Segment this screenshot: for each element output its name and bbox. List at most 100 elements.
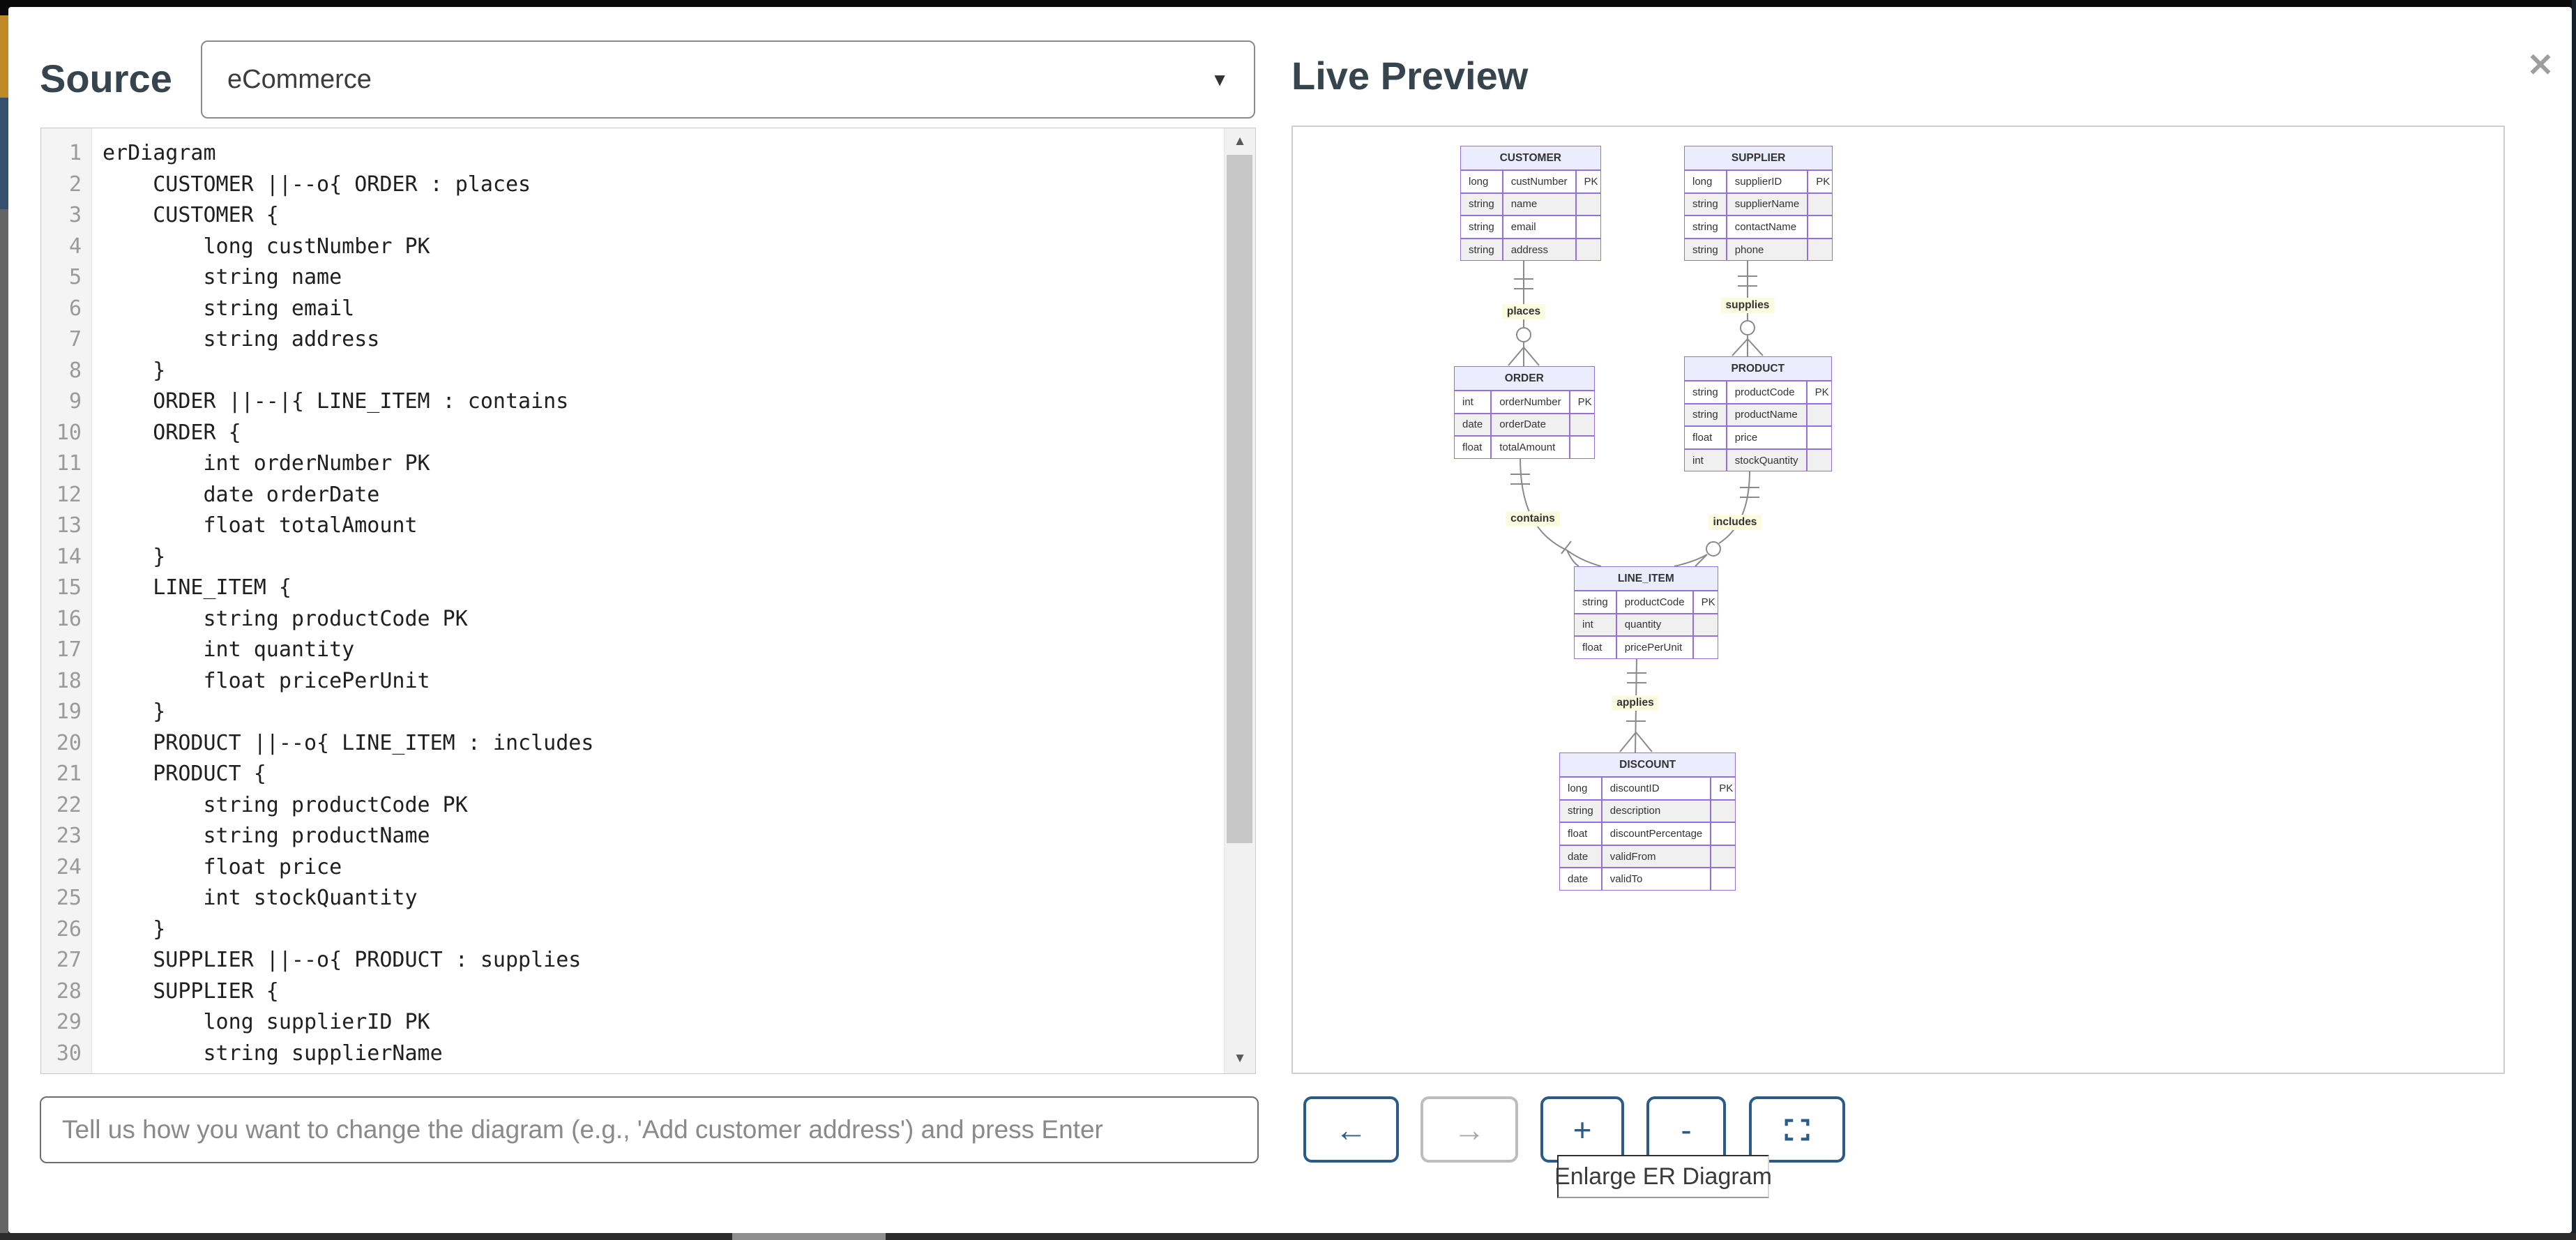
code-line[interactable]: 22 string productCode PK: [41, 790, 1223, 822]
line-number: 2: [68, 172, 82, 197]
entity-cell-key: [1808, 238, 1833, 262]
entity-cell-type: string: [1684, 216, 1727, 239]
code-line[interactable]: 11 int orderNumber PK: [41, 448, 1223, 480]
entity-cell-key: [1806, 448, 1832, 472]
line-number: 18: [56, 668, 82, 693]
code-line[interactable]: 28 SUPPLIER {: [41, 976, 1223, 1008]
entity-cell-type: long: [1559, 777, 1602, 800]
entity-cell-name: validFrom: [1601, 845, 1711, 868]
entity-cell-type: long: [1460, 170, 1503, 193]
code-text: string productCode PK: [103, 792, 468, 817]
code-line[interactable]: 16 string productCode PK: [41, 604, 1223, 635]
scrollbar-thumb[interactable]: [1227, 155, 1252, 843]
code-text: int orderNumber PK: [103, 451, 430, 476]
code-line[interactable]: 26 }: [41, 914, 1223, 946]
code-text: PRODUCT {: [103, 762, 266, 786]
code-line[interactable]: 29 long supplierID PK: [41, 1007, 1223, 1038]
entity-cell-key: [1575, 192, 1601, 216]
code-text: string supplierName: [103, 1041, 443, 1066]
entity-header: PRODUCT: [1684, 356, 1832, 381]
code-text: string productCode PK: [103, 606, 468, 631]
code-line[interactable]: 20 PRODUCT ||--o{ LINE_ITEM : includes: [41, 728, 1223, 759]
page-bottom-scrollbar-thumb[interactable]: [732, 1233, 886, 1240]
code-line[interactable]: 14 }: [41, 542, 1223, 573]
scrollbar-up-icon[interactable]: ▲: [1233, 134, 1247, 149]
template-dropdown[interactable]: eCommerce ▼: [201, 40, 1255, 119]
code-line[interactable]: 4 long custNumber PK: [41, 232, 1223, 263]
line-number: 29: [56, 1010, 82, 1034]
code-line[interactable]: 24 float price: [41, 852, 1223, 884]
code-line[interactable]: 25 int stockQuantity: [41, 883, 1223, 914]
forward-button[interactable]: →: [1420, 1096, 1518, 1163]
code-text: CUSTOMER {: [103, 203, 279, 227]
line-number: 8: [68, 358, 82, 383]
entity-cell-name: productName: [1726, 403, 1807, 427]
code-line[interactable]: 17 int quantity: [41, 635, 1223, 666]
line-number: 19: [56, 700, 82, 724]
entity-cell-type: string: [1460, 216, 1503, 239]
preview-panel-title: Live Preview: [1291, 54, 1529, 98]
code-line[interactable]: 10 ORDER {: [41, 418, 1223, 449]
entity-cell-name: productCode: [1726, 381, 1807, 404]
entity-cell-key: [1808, 192, 1833, 216]
code-line[interactable]: 15 LINE_ITEM {: [41, 573, 1223, 604]
code-line[interactable]: 19 }: [41, 697, 1223, 728]
prompt-input[interactable]: [40, 1096, 1259, 1163]
zoom-out-button[interactable]: -: [1646, 1096, 1726, 1163]
back-button[interactable]: ←: [1303, 1096, 1399, 1163]
code-line[interactable]: 5 string name: [41, 262, 1223, 294]
code-text: CUSTOMER ||--o{ ORDER : places: [103, 172, 531, 197]
line-number: 15: [56, 575, 82, 600]
close-icon[interactable]: ✕: [2526, 47, 2554, 83]
code-line[interactable]: 18 float pricePerUnit: [41, 666, 1223, 697]
code-text: float pricePerUnit: [103, 668, 430, 693]
editor-scrollbar[interactable]: ▲ ▼: [1224, 128, 1255, 1073]
code-line[interactable]: 6 string email: [41, 294, 1223, 325]
code-text: LINE_ITEM {: [103, 575, 291, 600]
entity-cell-name: totalAmount: [1491, 436, 1570, 459]
enlarge-button[interactable]: [1749, 1096, 1845, 1163]
entity-cell-name: orderNumber: [1491, 391, 1570, 414]
code-text: ORDER ||--|{ LINE_ITEM : contains: [103, 389, 569, 414]
line-number: 10: [56, 420, 82, 445]
entity-cell-key: PK: [1569, 391, 1595, 414]
entity-header: LINE_ITEM: [1574, 566, 1718, 591]
entity-cell-type: float: [1574, 636, 1616, 659]
code-line[interactable]: 3 CUSTOMER {: [41, 200, 1223, 232]
code-line[interactable]: 21 PRODUCT {: [41, 759, 1223, 790]
entity-cell-name: pricePerUnit: [1616, 636, 1693, 659]
entity-cell-name: discountPercentage: [1601, 822, 1711, 845]
entity-cell-name: price: [1726, 426, 1807, 449]
code-line[interactable]: 12 date orderDate: [41, 480, 1223, 511]
entity-cell-name: description: [1601, 799, 1711, 823]
entity-header: DISCOUNT: [1559, 753, 1736, 777]
entity-cell-type: int: [1684, 448, 1727, 472]
entity-cell-name: supplierName: [1726, 192, 1808, 216]
code-line[interactable]: 27 SUPPLIER ||--o{ PRODUCT : supplies: [41, 945, 1223, 976]
scrollbar-down-icon[interactable]: ▼: [1233, 1051, 1247, 1066]
code-line[interactable]: 30 string supplierName: [41, 1038, 1223, 1070]
code-line[interactable]: 8 }: [41, 356, 1223, 387]
code-line[interactable]: 23 string productName: [41, 821, 1223, 852]
code-line[interactable]: 7 string address: [41, 324, 1223, 356]
entity-cell-name: address: [1502, 238, 1576, 262]
line-number: 23: [56, 824, 82, 848]
code-line[interactable]: 9 ORDER ||--|{ LINE_ITEM : contains: [41, 386, 1223, 418]
entity-cell-type: int: [1454, 391, 1492, 414]
code-text: int stockQuantity: [103, 886, 418, 910]
entity-cell-type: string: [1574, 591, 1616, 614]
entity-cell-type: float: [1559, 822, 1602, 845]
code-text: SUPPLIER ||--o{ PRODUCT : supplies: [103, 948, 582, 972]
zoom-in-button[interactable]: +: [1540, 1096, 1624, 1163]
code-line[interactable]: 13 float totalAmount: [41, 511, 1223, 542]
code-line[interactable]: 2 CUSTOMER ||--o{ ORDER : places: [41, 169, 1223, 201]
code-text: SUPPLIER {: [103, 978, 279, 1004]
entity-cell-key: PK: [1808, 170, 1833, 193]
line-number: 17: [56, 637, 82, 662]
code-text: int quantity: [103, 637, 355, 662]
